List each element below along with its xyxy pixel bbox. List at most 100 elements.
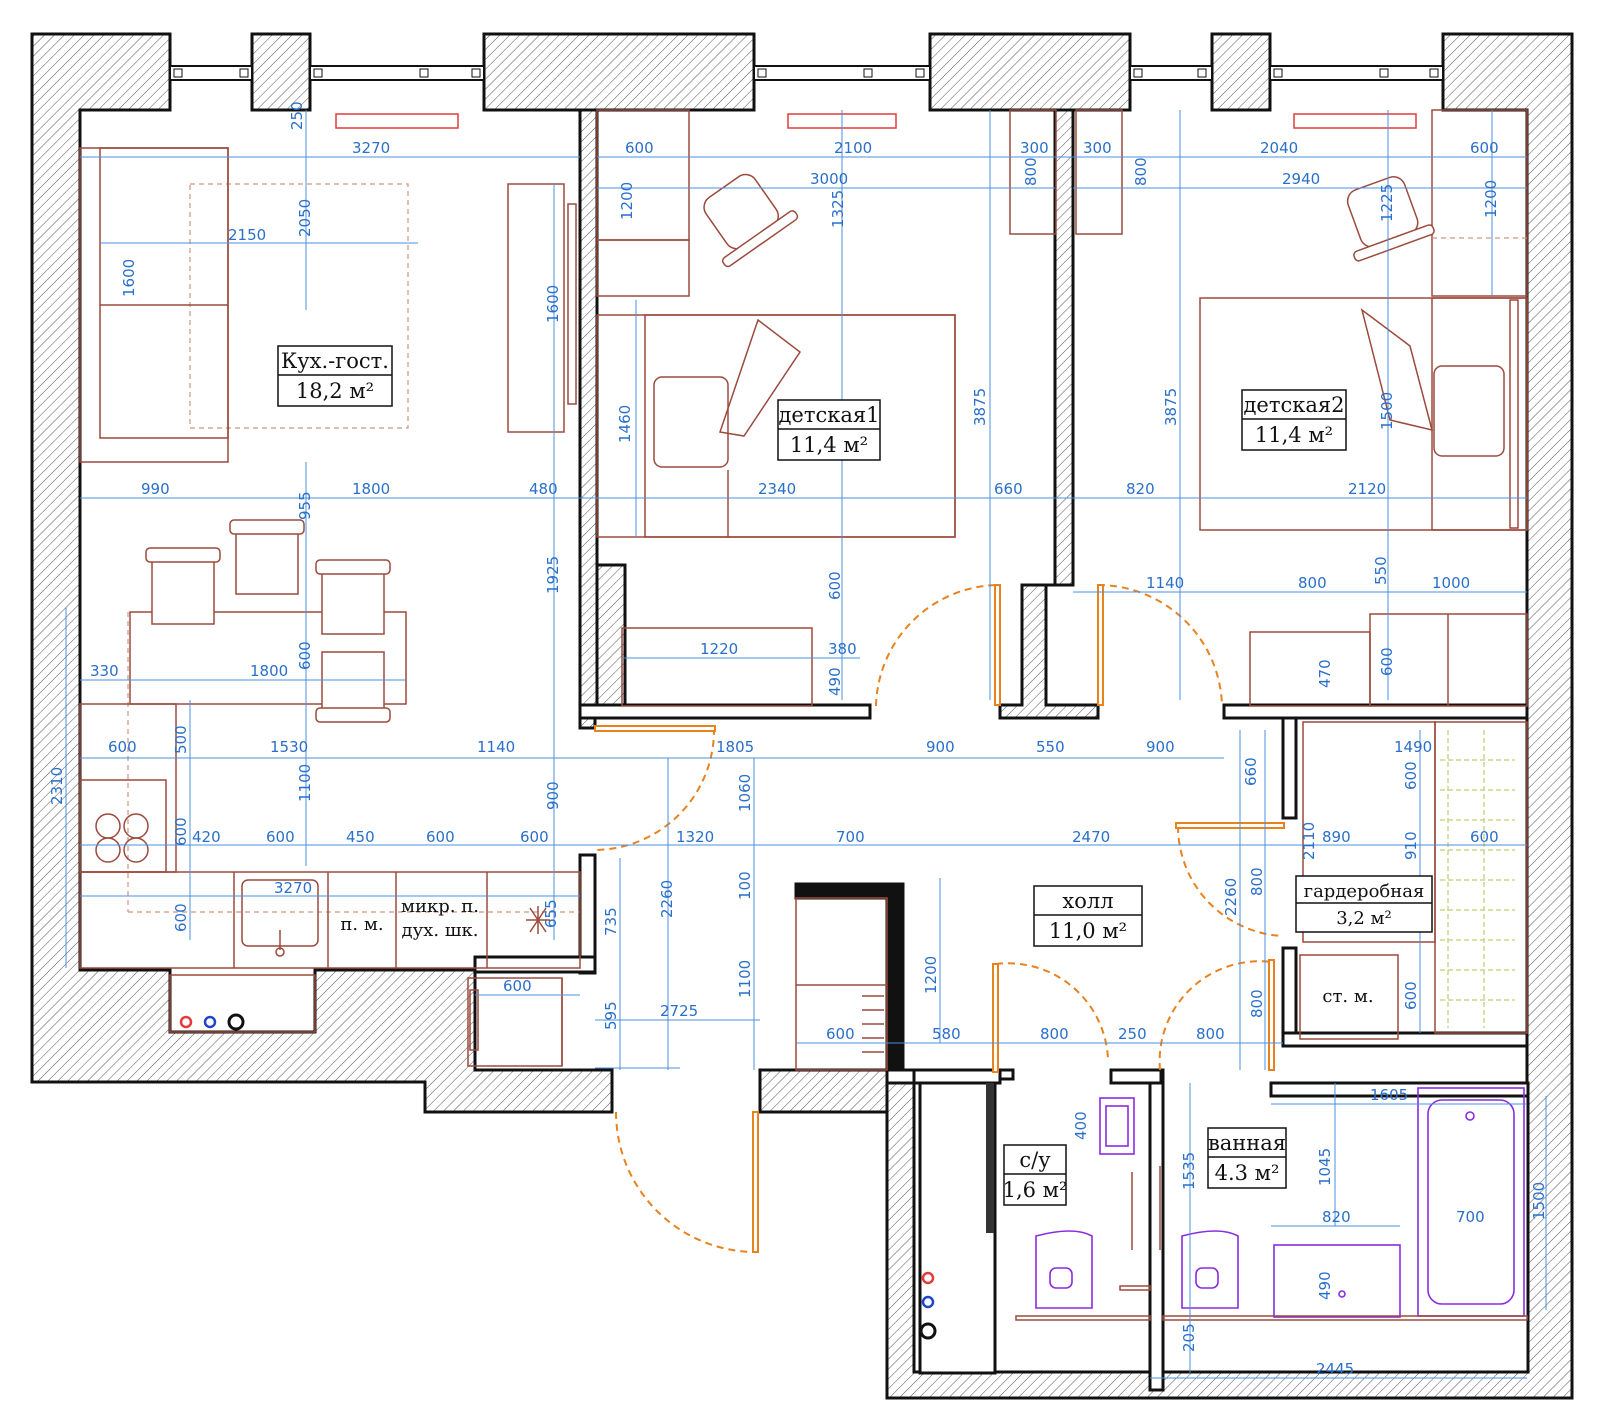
dim-label: 600 <box>1378 647 1396 676</box>
kids1-furniture <box>596 109 1057 707</box>
dim-label: 990 <box>141 480 170 498</box>
dim-label: 820 <box>1126 480 1155 498</box>
dim-label: 300 <box>1083 139 1112 157</box>
dim-label: 2260 <box>658 880 676 918</box>
windows <box>169 65 1444 81</box>
dim-label: 1805 <box>716 738 754 756</box>
dim-label: 1045 <box>1316 1148 1334 1186</box>
dim-label: 1800 <box>250 662 288 680</box>
outer-walls <box>30 32 1574 1400</box>
dim-label: 1000 <box>1432 574 1470 592</box>
dim-label: 205 <box>1180 1323 1198 1352</box>
dim-label: 600 <box>266 828 295 846</box>
kids2-furniture <box>1075 109 1528 707</box>
dim-label: 1200 <box>618 182 636 220</box>
room-name: с/у <box>1019 1148 1051 1172</box>
dim-label: 700 <box>1456 1208 1485 1226</box>
dim-label: 3270 <box>274 879 312 897</box>
dim-label: 250 <box>288 101 306 130</box>
dim-label: 660 <box>994 480 1023 498</box>
dim-label: 250 <box>1118 1025 1147 1043</box>
dim-label: 1100 <box>736 960 754 998</box>
dim-label: 1500 <box>1530 1182 1548 1220</box>
room-name: холл <box>1062 889 1113 913</box>
dim-label: 890 <box>1322 828 1351 846</box>
dim-label: 1200 <box>922 956 940 994</box>
dim-label: 600 <box>426 828 455 846</box>
oven-label: дух. шк. <box>402 920 479 941</box>
kitchen-furniture <box>79 147 581 1067</box>
dim-label: 655 <box>542 899 560 928</box>
dim-label: 2340 <box>758 480 796 498</box>
room-area: 11,4 м² <box>790 433 868 457</box>
dim-label: 1100 <box>296 764 314 802</box>
dim-label: 600 <box>826 571 844 600</box>
dim-label: 1060 <box>736 774 754 812</box>
room-name: Кух.-гост. <box>281 349 389 373</box>
interior-walls <box>473 108 1530 1392</box>
hall-furniture <box>795 721 1528 1071</box>
dim-label: 380 <box>828 640 857 658</box>
dim-label: 735 <box>602 907 620 936</box>
dim-label: 700 <box>836 828 865 846</box>
dim-label: 800 <box>1196 1025 1225 1043</box>
dim-label: 800 <box>1132 157 1150 186</box>
dim-label: 3875 <box>971 388 989 426</box>
dim-label: 1500 <box>1378 392 1396 430</box>
microwave-label: микр. п. <box>401 896 479 917</box>
dim-label: 1605 <box>1370 1086 1408 1104</box>
dim-label: 1220 <box>700 640 738 658</box>
room-label-hall: холл 11,0 м² <box>1033 885 1143 947</box>
dim-label: 600 <box>172 817 190 846</box>
dim-label: 420 <box>192 828 221 846</box>
dim-label: 1200 <box>1482 180 1500 218</box>
dim-label: 2150 <box>228 226 266 244</box>
dim-label: 1800 <box>352 480 390 498</box>
dim-label: 2940 <box>1282 170 1320 188</box>
room-label-wc: с/у 1,6 м² <box>1003 1144 1067 1206</box>
dim-label: 600 <box>1470 828 1499 846</box>
dim-label: 2310 <box>48 767 66 805</box>
dim-label: 1320 <box>676 828 714 846</box>
dim-label: 600 <box>1402 981 1420 1010</box>
room-area: 11,0 м² <box>1049 919 1127 943</box>
dim-label: 600 <box>625 139 654 157</box>
dim-label: 470 <box>1316 659 1334 688</box>
dim-label: 2725 <box>660 1002 698 1020</box>
dim-label: 600 <box>826 1025 855 1043</box>
dimension-labels: 250 3270 600 2100 300 300 2040 600 3000 … <box>48 101 1548 1378</box>
dim-label: 600 <box>503 977 532 995</box>
dim-label: 3875 <box>1162 388 1180 426</box>
room-label-bath: ванная 4.3 м² <box>1207 1127 1287 1189</box>
dim-label: 900 <box>1146 738 1175 756</box>
dim-label: 900 <box>926 738 955 756</box>
dim-label: 450 <box>346 828 375 846</box>
dim-label: 550 <box>1036 738 1065 756</box>
kitchen-chairs <box>145 519 391 723</box>
dim-label: 2445 <box>1316 1360 1354 1378</box>
dim-label: 2470 <box>1072 828 1110 846</box>
dim-label: 600 <box>172 903 190 932</box>
dim-label: 955 <box>296 491 314 520</box>
dim-label: 600 <box>108 738 137 756</box>
dim-label: 910 <box>1402 831 1420 860</box>
dim-label: 490 <box>826 667 844 696</box>
room-area: 11,4 м² <box>1255 423 1333 447</box>
dim-label: 600 <box>1470 139 1499 157</box>
room-name: гардеробная <box>1304 881 1425 902</box>
room-label-kitchen: Кух.-гост. 18,2 м² <box>277 345 393 407</box>
dim-label: 600 <box>520 828 549 846</box>
dim-label: 1225 <box>1378 184 1396 222</box>
dim-label: 2050 <box>296 199 314 237</box>
dim-label: 3000 <box>810 170 848 188</box>
dim-label: 820 <box>1322 1208 1351 1226</box>
room-name: ванная <box>1208 1131 1286 1155</box>
dim-label: 600 <box>1402 761 1420 790</box>
utility-riser <box>169 974 997 1375</box>
room-label-kids2: детская2 11,4 м² <box>1241 389 1347 451</box>
dim-label: 1490 <box>1394 738 1432 756</box>
room-area: 18,2 м² <box>296 379 374 403</box>
dim-label: 2120 <box>1348 480 1386 498</box>
dim-label: 800 <box>1022 157 1040 186</box>
